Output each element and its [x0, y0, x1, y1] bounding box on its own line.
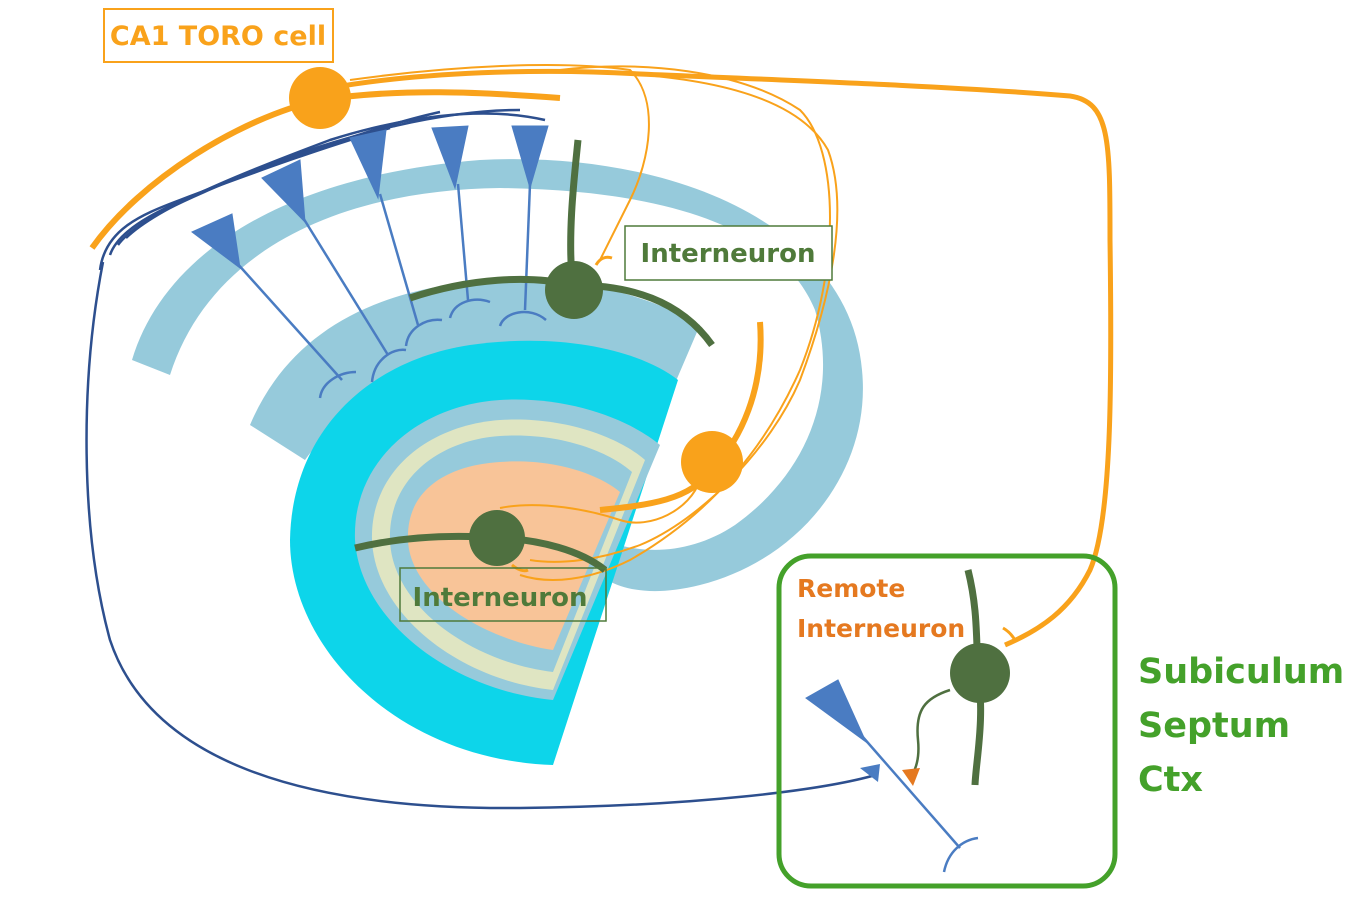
interneuron-bottom-label-box: Interneuron	[399, 567, 607, 622]
toro-label-box: CA1 TORO cell	[103, 8, 334, 63]
region-label-septum: Septum	[1138, 706, 1290, 746]
pyramidal-neuron-3	[349, 129, 443, 347]
remote-interneuron-cell	[910, 569, 1018, 786]
region-label-subiculum: Subiculum	[1138, 652, 1344, 692]
interneuron-bottom-label: Interneuron	[413, 583, 588, 613]
toro-cell-body	[289, 67, 351, 129]
pyramidal-neuron-5	[498, 125, 549, 327]
long-projection-axon	[85, 261, 873, 810]
remote-pyramidal-neuron	[805, 679, 979, 873]
blue-axon-bundle	[85, 108, 873, 810]
pyramidal-neuron-2	[261, 159, 407, 383]
dentate-toro-cell	[599, 321, 764, 513]
interneuron-top-label: Interneuron	[641, 239, 816, 269]
region-label-ctx: Ctx	[1138, 760, 1203, 800]
toro-label: CA1 TORO cell	[110, 21, 326, 52]
remote-region-box	[776, 553, 1118, 889]
remote-interneuron-label-line2: Interneuron	[797, 614, 965, 643]
interneuron-top-cell	[408, 139, 715, 348]
pyramidal-neuron-1	[191, 213, 357, 399]
remote-synapse-orange	[902, 768, 920, 786]
interneuron-bottom-cell	[354, 510, 608, 573]
interneuron-top-label-box: Interneuron	[624, 225, 833, 281]
remote-interneuron-label-line1: Remote	[797, 574, 905, 603]
